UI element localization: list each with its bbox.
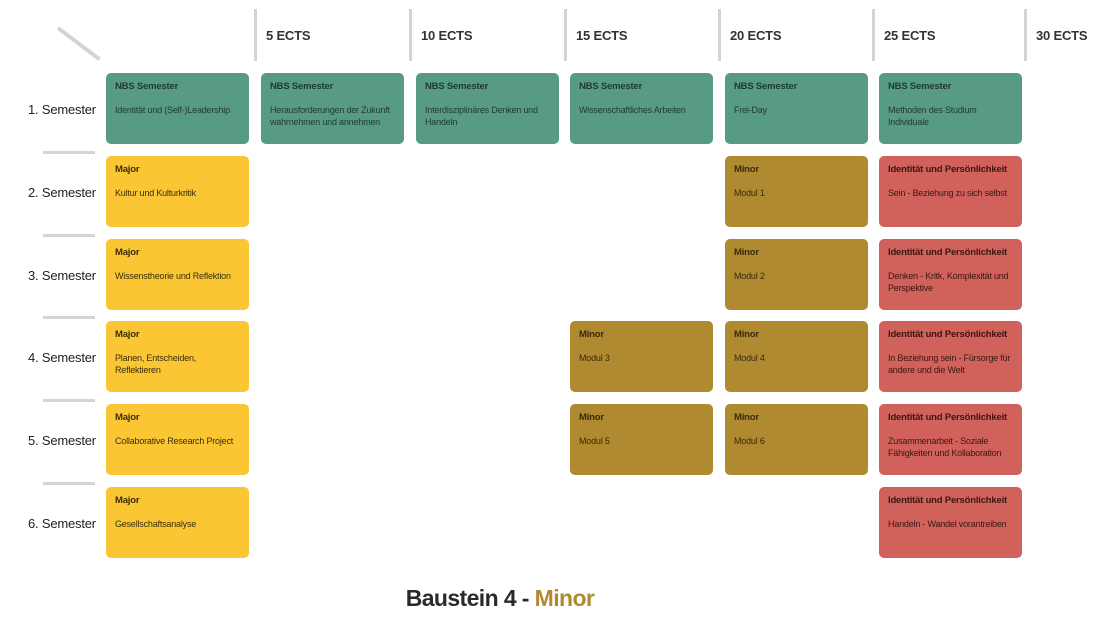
module-card-title: Minor bbox=[579, 412, 604, 423]
semester-label-5: 5. Semester bbox=[28, 433, 96, 448]
module-card-subtitle: Modul 4 bbox=[734, 353, 765, 363]
module-card-title: Minor bbox=[579, 329, 604, 340]
module-card-subtitle: Handeln - Wandel vorantreiben bbox=[888, 519, 1007, 529]
module-card-title: Minor bbox=[734, 164, 759, 175]
module-card-title: Identität und Persönlichkeit bbox=[888, 329, 1007, 340]
module-card-subtitle: Denken - Kritk, Komplexität und Perspekt… bbox=[888, 271, 1009, 293]
semester-separator bbox=[43, 316, 95, 319]
identity-module-card[interactable]: Identität und Persönlichkeit In Beziehung… bbox=[879, 321, 1022, 392]
module-card-subtitle: Methoden des Studium Individuale bbox=[888, 105, 977, 127]
module-card-subtitle: Kultur und Kulturkritik bbox=[115, 188, 196, 198]
module-card-subtitle: Modul 6 bbox=[734, 436, 765, 446]
module-card-subtitle: Identität und (Self-)Leadership bbox=[115, 105, 230, 115]
module-card-subtitle: Zusammenarbeit - Soziale Fähigkeiten und… bbox=[888, 436, 1002, 458]
ects-header-label: 30 ECTS bbox=[1036, 28, 1088, 43]
module-card-subtitle: Gesellschaftsanalyse bbox=[115, 519, 197, 529]
module-card-title: Identität und Persönlichkeit bbox=[888, 495, 1007, 506]
module-card-title: Minor bbox=[734, 412, 759, 423]
semester-separator bbox=[43, 399, 95, 402]
footer-title: Baustein 4 - Minor bbox=[0, 585, 1000, 612]
semester-label-6: 6. Semester bbox=[28, 516, 96, 531]
ects-header-label: 10 ECTS bbox=[421, 28, 473, 43]
module-card-subtitle: Collaborative Research Project bbox=[115, 436, 234, 446]
ects-header-label: 25 ECTS bbox=[884, 28, 936, 43]
column-divider bbox=[718, 9, 721, 61]
module-card-subtitle: Herausforderungen der Zukunft wahrnehmen… bbox=[270, 105, 390, 127]
semester-separator bbox=[43, 151, 95, 154]
module-card-title: Minor bbox=[734, 329, 759, 340]
semester-separator bbox=[43, 234, 95, 237]
column-divider bbox=[1024, 9, 1027, 61]
module-card-title: Major bbox=[115, 329, 140, 340]
module-card-title: Major bbox=[115, 164, 140, 175]
semester-label-2: 2. Semester bbox=[28, 185, 96, 200]
module-card-title: Identität und Persönlichkeit bbox=[888, 164, 1007, 175]
module-card-title: Major bbox=[115, 412, 140, 423]
module-card-title: Identität und Persönlichkeit bbox=[888, 247, 1007, 258]
module-card-title: Minor bbox=[734, 247, 759, 258]
module-card-title: NBS Semester bbox=[115, 81, 179, 92]
ects-header-label: 20 ECTS bbox=[730, 28, 782, 43]
module-card-subtitle: Modul 5 bbox=[579, 436, 610, 446]
ects-header-label: 5 ECTS bbox=[266, 28, 311, 43]
module-card-subtitle: Wissenschaftliches Arbeiten bbox=[579, 105, 686, 115]
module-card-subtitle: Planen, Entscheiden, Reflektieren bbox=[115, 353, 197, 375]
module-card-subtitle: Frei-Day bbox=[734, 105, 767, 115]
module-card-subtitle: Sein - Beziehung zu sich selbst bbox=[888, 188, 1007, 198]
column-divider bbox=[564, 9, 567, 61]
module-card-title: NBS Semester bbox=[734, 81, 798, 92]
module-card-subtitle: In Beziehung sein - Fürsorge für andere … bbox=[888, 353, 1011, 375]
semester-label-4: 4. Semester bbox=[28, 350, 96, 365]
column-divider bbox=[254, 9, 257, 61]
module-card-subtitle: Modul 2 bbox=[734, 271, 765, 281]
corner-diagonal-line bbox=[56, 26, 101, 61]
ects-header-label: 15 ECTS bbox=[576, 28, 628, 43]
module-card-subtitle: Interdisziplinäres Denken und Handeln bbox=[425, 105, 538, 127]
module-card-title: NBS Semester bbox=[270, 81, 334, 92]
semester-label-3: 3. Semester bbox=[28, 268, 96, 283]
module-card-title: NBS Semester bbox=[579, 81, 643, 92]
semester-separator bbox=[43, 482, 95, 485]
footer-title-prefix: Baustein 4 - bbox=[405, 585, 535, 611]
column-divider bbox=[872, 9, 875, 61]
module-card-title: Identität und Persönlichkeit bbox=[888, 412, 1007, 423]
footer-title-accent: Minor bbox=[534, 585, 595, 611]
module-card-title: Major bbox=[115, 495, 140, 506]
column-divider bbox=[409, 9, 412, 61]
module-card-title: NBS Semester bbox=[888, 81, 952, 92]
module-card-subtitle: Modul 1 bbox=[734, 188, 765, 198]
module-card-subtitle: Wissenstheorie und Reflektion bbox=[115, 271, 231, 281]
module-card-title: Major bbox=[115, 247, 140, 258]
semester-label-1: 1. Semester bbox=[28, 102, 96, 117]
module-card-subtitle: Modul 3 bbox=[579, 353, 610, 363]
module-card-title: NBS Semester bbox=[425, 81, 489, 92]
